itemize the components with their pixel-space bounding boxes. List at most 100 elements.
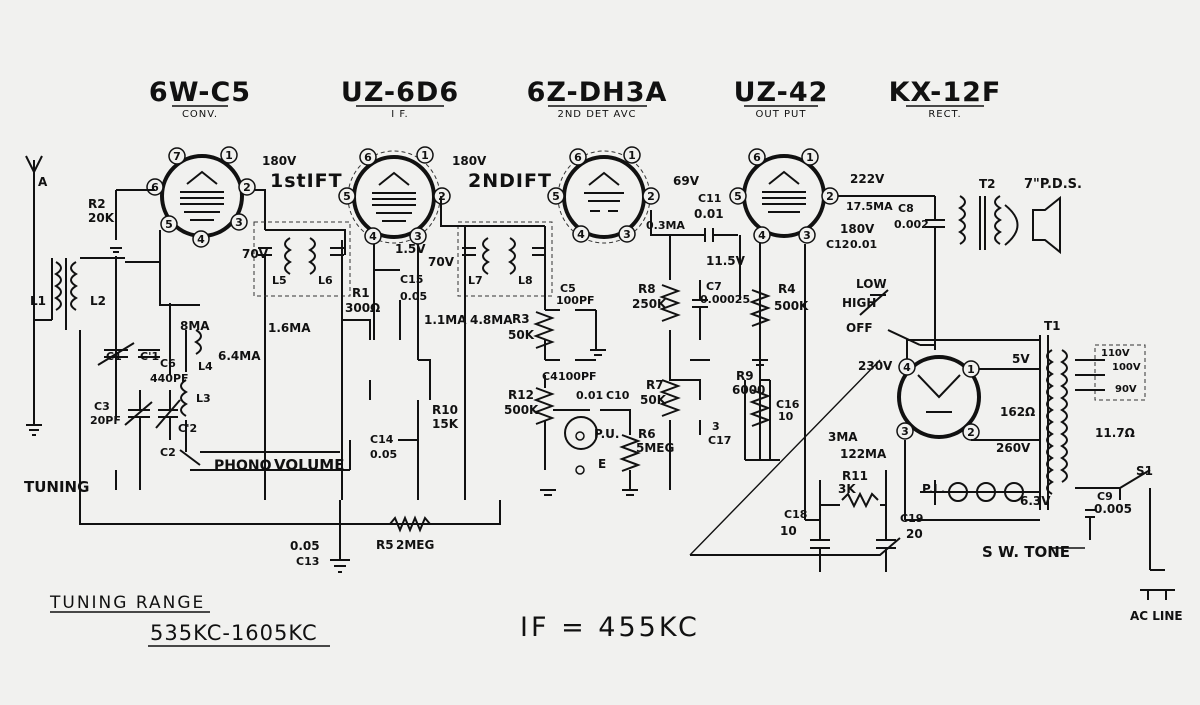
svg-text:2: 2 — [243, 181, 251, 194]
current-122ma: 122MA — [840, 447, 887, 461]
c14-label: C14 — [370, 433, 394, 446]
l7-label: L7 — [468, 274, 483, 287]
svg-text:6: 6 — [753, 151, 761, 164]
ohm-162: 162Ω — [1000, 405, 1035, 419]
wiring — [25, 155, 1175, 600]
tube-output: 6 1 5 2 4 3 — [729, 148, 839, 244]
c7-value: 0.00025 — [700, 293, 750, 306]
tube-function-if: I F. — [391, 109, 408, 120]
pl-label: P.L. — [922, 482, 945, 496]
c12-value: 0.01 — [850, 238, 877, 251]
tuning-label: TUNING — [24, 478, 89, 496]
tube-function-det: 2ND DET AVC — [557, 109, 636, 120]
svg-text:1: 1 — [967, 363, 975, 376]
current-17-5ma: 17.5MA — [846, 200, 893, 213]
c8-value: 0.002 — [894, 218, 929, 231]
voltage-5: 5V — [1012, 352, 1030, 366]
r6-label: R6 — [638, 427, 656, 441]
ohm-11-7: 11.7Ω — [1095, 426, 1135, 440]
r9-value: 6000 — [732, 383, 765, 397]
c16-value: 10 — [778, 410, 794, 423]
svg-text:1: 1 — [628, 149, 636, 162]
c2-label: C2 — [160, 446, 176, 459]
r12-label: R12 — [508, 388, 534, 402]
voltage-180-conv: 180V — [262, 154, 297, 168]
r2-label: R2 — [88, 197, 106, 211]
svg-text:3: 3 — [901, 425, 909, 438]
voltage-6-3: 6.3V — [1020, 494, 1051, 508]
c16-label: C16 — [776, 398, 800, 411]
tube-function-rect: RECT. — [928, 109, 961, 120]
switch-high: HIGH — [842, 296, 876, 310]
voltage-69: 69V — [673, 174, 700, 188]
tuning-range-label: TUNING RANGE — [49, 593, 205, 613]
switch-low: LOW — [856, 277, 887, 291]
c4-label: C4 — [542, 370, 558, 383]
c17-label: C17 — [708, 434, 731, 447]
c19-label: C19 — [900, 512, 923, 525]
tap-90v: 90V — [1115, 384, 1137, 395]
l4-label: L4 — [198, 360, 213, 373]
svg-text:3: 3 — [623, 228, 631, 241]
r10-value: 15K — [432, 417, 459, 431]
c13-label: C13 — [296, 555, 319, 568]
t2-label: T2 — [979, 177, 996, 191]
c18-label: C18 — [784, 508, 807, 521]
r11-label: R11 — [842, 469, 868, 483]
r3-label: R3 — [512, 312, 530, 326]
l8-label: L8 — [518, 274, 533, 287]
svg-text:2: 2 — [826, 190, 834, 203]
voltage-1-5: 1.5V — [395, 242, 426, 256]
l3-label: L3 — [196, 392, 211, 405]
svg-text:4: 4 — [197, 233, 205, 246]
tube-type-det: 6Z-DH3A — [527, 77, 668, 108]
speaker-label: 7"P.D.S. — [1024, 177, 1082, 192]
current-6-4ma: 6.4MA — [218, 349, 261, 363]
current-4-8ma: 4.8MA — [470, 313, 513, 327]
tube-if-amp: 6 1 5 2 4 3 — [338, 146, 451, 245]
svg-text:6: 6 — [574, 151, 582, 164]
svg-text:1: 1 — [806, 151, 814, 164]
l2-label: L2 — [90, 294, 106, 308]
svg-text:4: 4 — [903, 361, 911, 374]
voltage-70-conv: 70V — [242, 247, 269, 261]
voltage-180-if: 180V — [452, 154, 487, 168]
c1b-label: C'1 — [140, 350, 159, 363]
c10-label: C10 — [606, 389, 630, 402]
current-1-6ma: 1.6MA — [268, 321, 311, 335]
svg-text:4: 4 — [577, 228, 585, 241]
c10-value: 0.01 — [576, 389, 603, 402]
l5-label: L5 — [272, 274, 287, 287]
current-0-3ma: 0.3MA — [646, 219, 685, 232]
svg-text:1: 1 — [225, 149, 233, 162]
r1-label: R1 — [352, 286, 370, 300]
svg-text:2: 2 — [647, 190, 655, 203]
svg-text:4: 4 — [369, 230, 377, 243]
c5-label: C5 — [560, 282, 576, 295]
c12-label: C12 — [826, 238, 849, 251]
sw-tone-label: S W. TONE — [982, 543, 1070, 561]
if-frequency: IF = 455KC — [520, 612, 700, 643]
c6-label: C6 — [160, 357, 176, 370]
voltage-11-5: 11.5V — [706, 254, 746, 268]
r8-label: R8 — [638, 282, 656, 296]
voltage-260: 260V — [996, 441, 1031, 455]
svg-text:1: 1 — [421, 149, 429, 162]
tube-type-conv: 6W-C5 — [149, 77, 251, 108]
c11-value: 0.01 — [694, 207, 724, 221]
c13-value: 0.05 — [290, 539, 320, 553]
c7-label: C7 — [706, 280, 722, 293]
r7-label: R7 — [646, 378, 664, 392]
r2-value: 20K — [88, 211, 115, 225]
c17-value: 3 — [712, 420, 720, 433]
svg-text:4: 4 — [758, 229, 766, 242]
svg-text:3: 3 — [414, 230, 422, 243]
r4-label: R4 — [778, 282, 796, 296]
svg-text:6: 6 — [364, 151, 372, 164]
r1-value: 300Ω — [345, 301, 380, 315]
current-3ma: 3MA — [828, 430, 858, 444]
l6-label: L6 — [318, 274, 333, 287]
voltage-70-if: 70V — [428, 255, 455, 269]
